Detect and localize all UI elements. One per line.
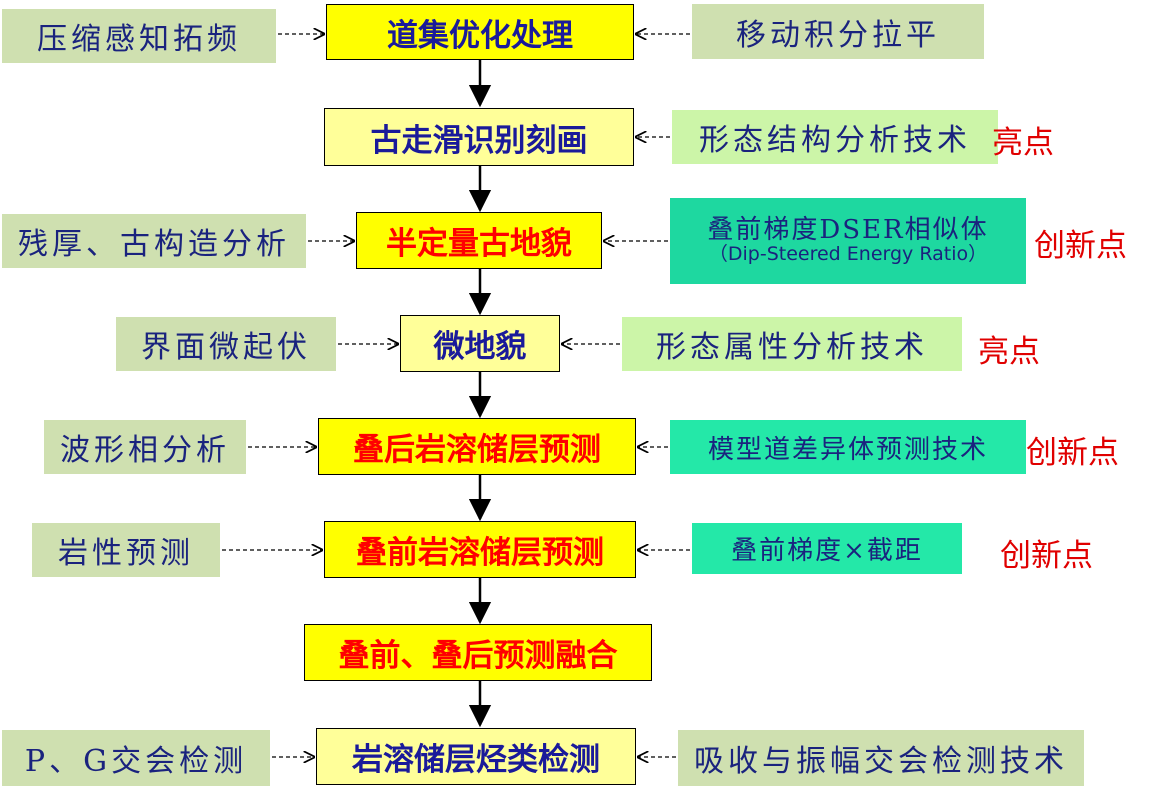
input-pg-crossplot: P、G交会检测 — [2, 730, 270, 786]
method-model-trace-difference: 模型道差异体预测技术 — [670, 420, 1026, 474]
input-interface-micro-relief: 界面微起伏 — [116, 317, 336, 371]
input-lithology-prediction: 岩性预测 — [32, 523, 220, 577]
method-dser-coherence: 叠前梯度DSER相似体 （Dip-Steered Energy Ratio） — [670, 198, 1026, 284]
method-prestack-gradient-intercept: 叠前梯度×截距 — [692, 523, 962, 574]
step-prestack-reservoir-prediction: 叠前岩溶储层预测 — [324, 521, 636, 578]
innovation-note: 创新点 — [1026, 435, 1119, 471]
input-waveform-facies: 波形相分析 — [44, 420, 246, 474]
method-morphological-attribute: 形态属性分析技术 — [622, 317, 962, 371]
step-paleo-geomorphology: 半定量古地貌 — [356, 212, 602, 269]
method-morphological-structure: 形态结构分析技术 — [672, 110, 998, 164]
highlight-note: 亮点 — [992, 125, 1054, 161]
innovation-note: 创新点 — [1034, 228, 1127, 264]
step-poststack-reservoir-prediction: 叠后岩溶储层预测 — [318, 418, 636, 475]
step-strike-slip-identification: 古走滑识别刻画 — [324, 108, 634, 166]
step-hydrocarbon-detection: 岩溶储层烃类检测 — [316, 728, 636, 785]
input-compressed-sensing: 压缩感知拓频 — [2, 9, 276, 63]
highlight-note: 亮点 — [978, 334, 1040, 370]
step-prediction-fusion: 叠前、叠后预测融合 — [304, 624, 652, 681]
method-absorption-amplitude: 吸收与振幅交会检测技术 — [678, 730, 1084, 786]
innovation-note: 创新点 — [1000, 538, 1093, 574]
step-micro-geomorphology: 微地貌 — [400, 315, 560, 372]
step-gather-optimization: 道集优化处理 — [326, 4, 634, 60]
method-moving-integration-flattening: 移动积分拉平 — [692, 4, 984, 59]
method-dser-title: 叠前梯度DSER相似体 — [707, 215, 989, 246]
method-dser-subtitle: （Dip-Steered Energy Ratio） — [708, 242, 988, 265]
input-residual-thickness: 残厚、古构造分析 — [2, 214, 306, 268]
